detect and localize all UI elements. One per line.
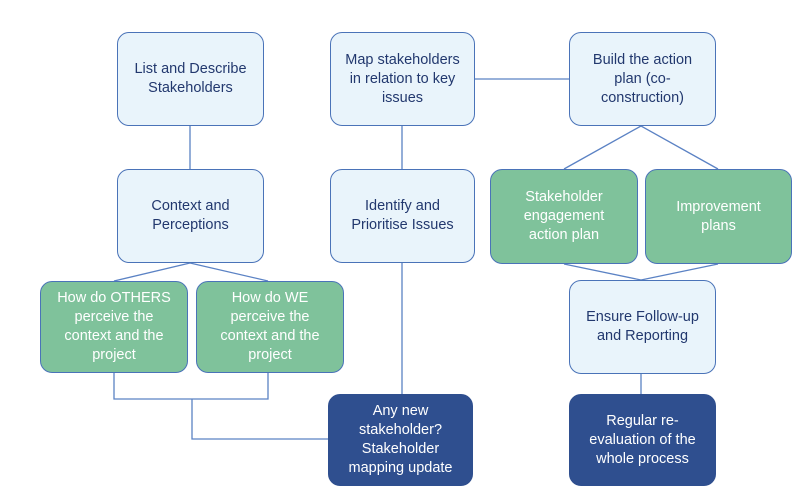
node-improvement-plans: Improvement plans [645,169,792,264]
node-label: Build the action plan (co- construction) [592,51,693,106]
node-label: Map stakeholders in relation to key issu… [345,51,460,106]
node-how-we-perceive: How do WE perceive the context and the p… [196,281,344,373]
node-identify-prioritise-issues: Identify and Prioritise Issues [330,169,475,263]
connector-context-to-we [189,262,269,282]
node-stakeholder-engagement-plan: Stakeholder engagement action plan [490,169,638,264]
node-label: How do WE perceive the context and the p… [220,290,320,363]
node-label: How do OTHERS perceive the context and t… [57,290,171,363]
node-label: Improvement plans [676,198,761,234]
connector-action-plan-to-engagement [563,125,642,170]
node-label: List and Describe Stakeholders [134,61,247,96]
node-new-stakeholder-update: Any new stakeholder? Stakeholder mapping… [328,394,473,486]
node-follow-up-reporting: Ensure Follow-up and Reporting [569,280,716,374]
connector-action-plan-to-improvement [640,125,719,170]
connector-bracket-to-new-stakeholder [191,399,328,440]
connector-improvement-to-follow-up [640,263,719,281]
node-label: Context and Perceptions [151,198,230,233]
node-label: Regular re- evaluation of the whole proc… [589,412,696,467]
node-regular-reevaluation: Regular re- evaluation of the whole proc… [569,394,716,486]
node-label: Any new stakeholder? Stakeholder mapping… [348,403,453,476]
connector-engagement-to-follow-up [563,263,642,281]
node-label: Identify and Prioritise Issues [351,198,454,233]
node-context-perceptions: Context and Perceptions [117,169,264,263]
node-how-others-perceive: How do OTHERS perceive the context and t… [40,281,188,373]
connector-context-to-others [113,262,191,282]
node-label: Stakeholder engagement action plan [523,189,605,243]
node-list-describe-stakeholders: List and Describe Stakeholders [117,32,264,126]
node-map-stakeholders: Map stakeholders in relation to key issu… [330,32,475,126]
connector-perceptions-bracket [113,373,269,400]
node-build-action-plan: Build the action plan (co- construction) [569,32,716,126]
node-label: Ensure Follow-up and Reporting [586,309,699,344]
